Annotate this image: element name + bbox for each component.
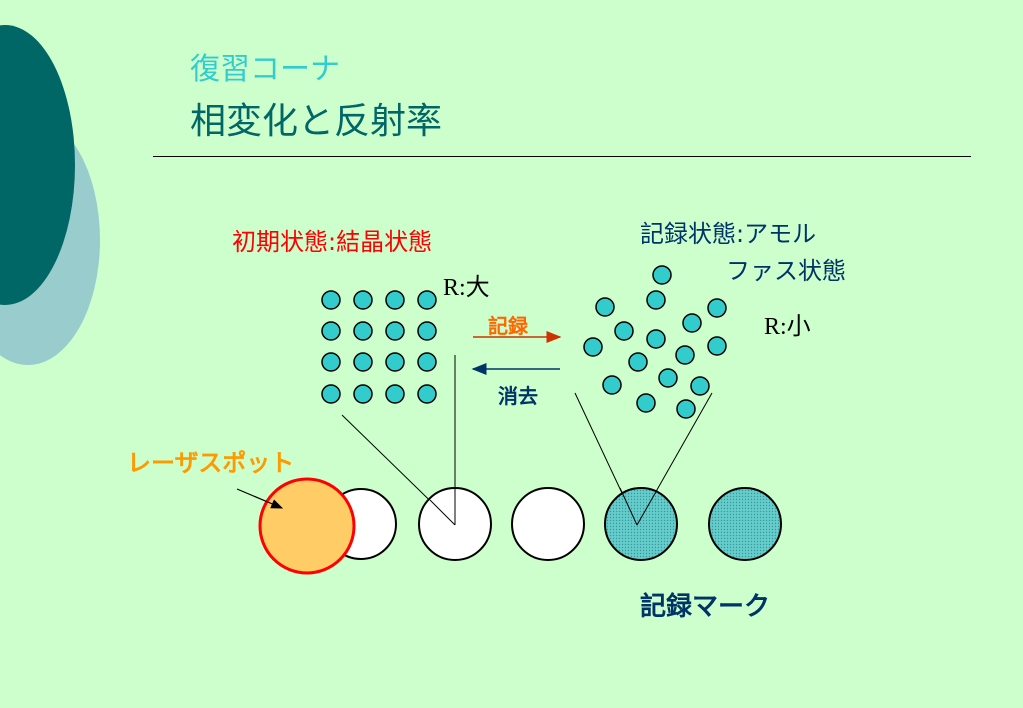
crystal-atom <box>321 290 341 310</box>
amorphous-atom <box>614 321 634 341</box>
zoom-line-tip <box>429 499 456 526</box>
crystal-atom <box>417 290 437 310</box>
track-disc <box>511 487 585 561</box>
crystal-atom <box>385 384 405 404</box>
record-mark-disc <box>708 487 782 561</box>
recorded-state-label: 記録状態:アモル <box>640 220 817 248</box>
amorphous-atom <box>602 375 622 395</box>
crystal-atom <box>321 384 341 404</box>
initial-state-label: 初期状態:結晶状態 <box>232 228 433 256</box>
title-divider <box>153 156 971 157</box>
amorphous-atom <box>676 399 696 419</box>
crystal-atom <box>417 321 437 341</box>
amorphous-atom <box>636 393 656 413</box>
amorphous-atom <box>707 298 727 318</box>
reflectance-large-label: R:大 <box>443 275 490 301</box>
page-title: 相変化と反射率 <box>190 101 443 142</box>
amorphous-atom <box>690 376 710 396</box>
crystal-atom <box>417 352 437 372</box>
crystalline-atom-grid <box>321 290 437 404</box>
crystal-atom <box>353 352 373 372</box>
laser-pointer-arrow <box>236 488 284 509</box>
amorphous-atom <box>628 352 648 372</box>
record-mark-disc <box>604 487 678 561</box>
erase-arrow-label: 消去 <box>498 384 538 408</box>
crystal-atom <box>321 352 341 372</box>
recorded-state-label-line2: ファス状態 <box>726 257 846 285</box>
crystal-atom <box>417 384 437 404</box>
crystal-atom <box>385 352 405 372</box>
amorphous-atom-cluster <box>583 265 727 419</box>
amorphous-atom <box>658 368 678 388</box>
amorphous-atom <box>682 313 702 333</box>
zoom-line-tip <box>619 487 638 526</box>
amorphous-atom <box>675 345 695 365</box>
crystal-atom <box>321 321 341 341</box>
crystal-atom <box>353 290 373 310</box>
amorphous-atom <box>646 290 666 310</box>
reflectance-small-label: R:小 <box>764 314 811 340</box>
amorphous-atom <box>595 297 615 317</box>
amorphous-atom <box>583 337 603 357</box>
crystal-atom <box>385 321 405 341</box>
amorphous-atom <box>652 265 672 285</box>
record-mark-label: 記録マーク <box>640 592 771 622</box>
amorphous-atom <box>646 329 666 349</box>
laser-spot-label: レーザスポット <box>127 449 295 477</box>
laser-spot <box>258 477 356 575</box>
section-title: 復習コーナ <box>190 52 340 87</box>
zoom-line-tip <box>636 489 658 526</box>
crystal-atom <box>385 290 405 310</box>
crystal-atom <box>353 384 373 404</box>
record-arrow-label: 記録 <box>488 314 528 338</box>
crystal-atom <box>353 321 373 341</box>
amorphous-atom <box>707 336 727 356</box>
decor-dark-ellipse <box>0 25 75 305</box>
